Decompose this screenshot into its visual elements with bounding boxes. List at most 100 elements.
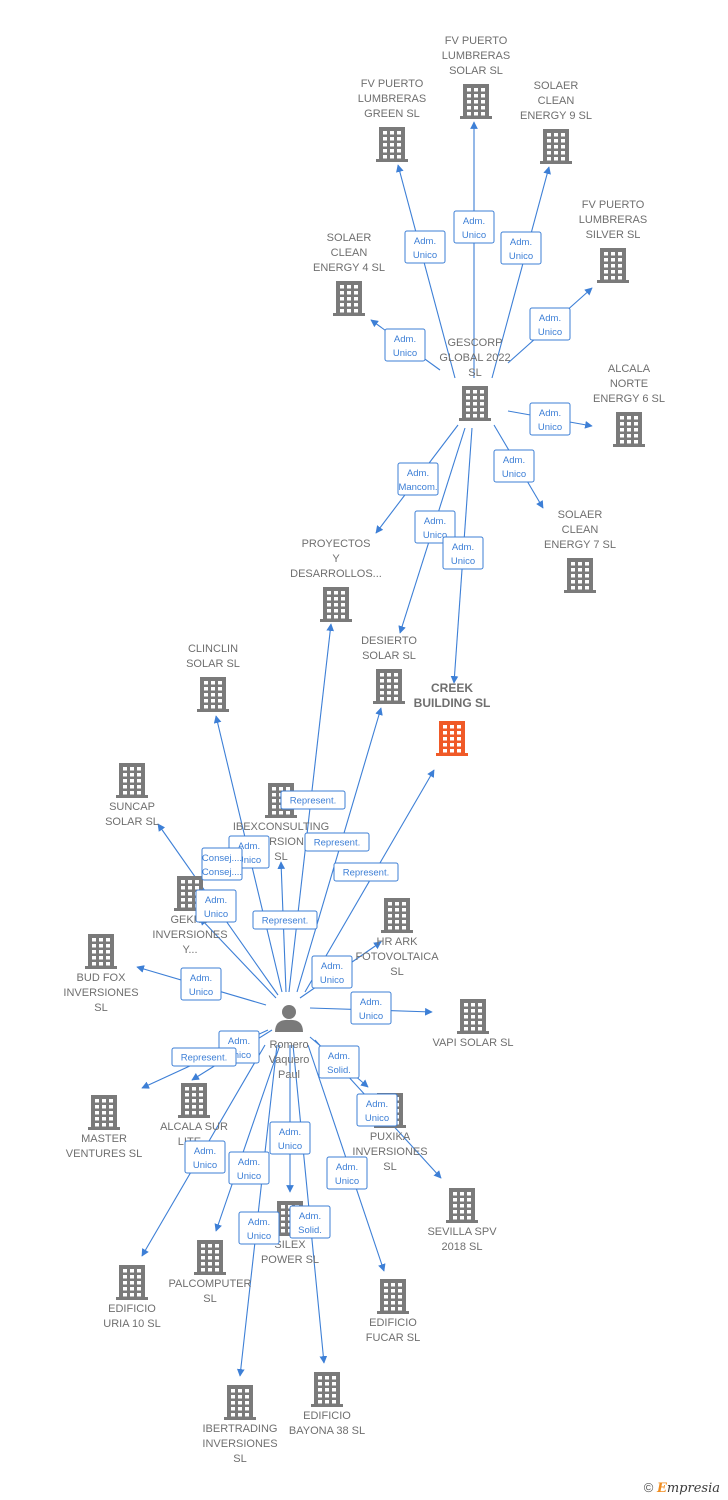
building-window — [620, 416, 624, 420]
node-label: DESIERTO — [361, 635, 417, 647]
edge-label-fucar[interactable]: Adm.Unico — [326, 1156, 368, 1190]
building-window — [218, 705, 222, 709]
edge-label-text: Unico — [189, 987, 213, 998]
building-window — [215, 1250, 219, 1254]
node-proyectos[interactable]: PROYECTOSYDESARROLLOS... — [290, 538, 382, 622]
building-window — [95, 1123, 99, 1127]
edge-label-solaer9[interactable]: Adm.Unico — [500, 231, 542, 265]
building-window — [318, 1388, 322, 1392]
edge-label-proyectos[interactable]: Adm.Mancom. — [397, 462, 439, 496]
node-label: PROYECTOS — [302, 538, 371, 550]
edge-label-solaer7[interactable]: Adm.Unico — [493, 449, 535, 483]
building-window — [130, 1287, 134, 1291]
node-vapi[interactable]: VAPI SOLAR SL — [432, 999, 514, 1049]
edge-label-desierto[interactable]: Adm.Unico — [414, 510, 456, 544]
building-window — [467, 100, 471, 104]
building-base — [224, 1417, 256, 1420]
edge-label-creek[interactable]: Adm.Unico — [442, 536, 484, 570]
edge-label-box — [318, 1045, 360, 1079]
edge-label-ibex[interactable]: Represent. — [252, 910, 318, 930]
copyright-symbol: © — [643, 1480, 654, 1495]
node-label: VENTURES SL — [66, 1148, 142, 1160]
edge-label-sevilla[interactable]: Adm.Unico — [356, 1093, 398, 1127]
node-label: ENERGY 6 SL — [593, 393, 665, 405]
building-window — [238, 1413, 242, 1417]
edge-label-text: Mancom. — [398, 482, 437, 493]
edge-label-bayona[interactable]: Adm.Solid. — [289, 1205, 331, 1239]
edge-label-hrark[interactable]: Adm.Unico — [311, 955, 353, 989]
building-window — [199, 1105, 203, 1109]
building-window — [474, 94, 478, 98]
building-window — [192, 1093, 196, 1097]
edge-label-text: Represent. — [314, 838, 360, 849]
edge-label-ibertrading[interactable]: Adm.Unico — [238, 1211, 280, 1245]
edge-label-budfox[interactable]: Adm.Unico — [180, 967, 222, 1001]
edge-label-gekko[interactable]: Adm.Unico — [195, 889, 237, 923]
building-window — [92, 962, 96, 966]
edge-label-box — [326, 1156, 368, 1190]
edge-label-proyectos[interactable]: Represent. — [280, 790, 346, 810]
building-window — [201, 1256, 205, 1260]
building-window — [231, 1389, 235, 1393]
edge-label-creek[interactable]: Represent. — [333, 862, 399, 882]
building-window — [327, 603, 331, 607]
edge-label-fv_silver[interactable]: Adm.Unico — [529, 307, 571, 341]
edge-label-fv_green[interactable]: Adm.Unico — [404, 230, 446, 264]
building-window — [130, 767, 134, 771]
edge-label-vapi[interactable]: Adm.Unico — [350, 991, 392, 1025]
node-alcalasur[interactable]: ALCALA SURLITE... — [160, 1083, 228, 1148]
building-base — [311, 1404, 343, 1407]
brand-initial: E — [656, 1481, 667, 1496]
building-window — [199, 1093, 203, 1097]
building-window — [453, 1198, 457, 1202]
node-label: SL — [468, 367, 481, 379]
node-label: FV PUERTO — [582, 199, 645, 211]
building-window — [554, 133, 558, 137]
building-window — [130, 779, 134, 783]
edge-label-alcala6[interactable]: Adm.Unico — [529, 402, 571, 436]
edge-label-suncap[interactable]: Consej....Consej.... — [201, 847, 243, 881]
edge-label-alcalasur[interactable]: Represent. — [171, 1047, 237, 1067]
building-window — [354, 285, 358, 289]
building-window — [395, 914, 399, 918]
building-base — [116, 1297, 148, 1300]
building-icon — [377, 1279, 409, 1314]
edge-label-silex[interactable]: Adm.Unico — [269, 1121, 311, 1155]
building-window — [402, 908, 406, 912]
edge-label-puxika[interactable]: Adm.Solid. — [318, 1045, 360, 1079]
edge-label-uria[interactable]: Adm.Unico — [184, 1140, 226, 1174]
building-window — [384, 1283, 388, 1287]
edge-label-solaer4[interactable]: Adm.Unico — [384, 328, 426, 362]
building-window — [453, 1216, 457, 1220]
edge-label-desierto[interactable]: Represent. — [304, 832, 370, 852]
footer-brand: © Empresia — [644, 1480, 720, 1496]
edge-label-fv_solar[interactable]: Adm.Unico — [453, 210, 495, 244]
building-base — [373, 701, 405, 704]
edge-label-palcomputer[interactable]: Adm.Unico — [228, 1151, 270, 1185]
edge-label-text: Unico — [423, 530, 447, 541]
building-window — [181, 898, 185, 902]
building-window — [272, 811, 276, 815]
